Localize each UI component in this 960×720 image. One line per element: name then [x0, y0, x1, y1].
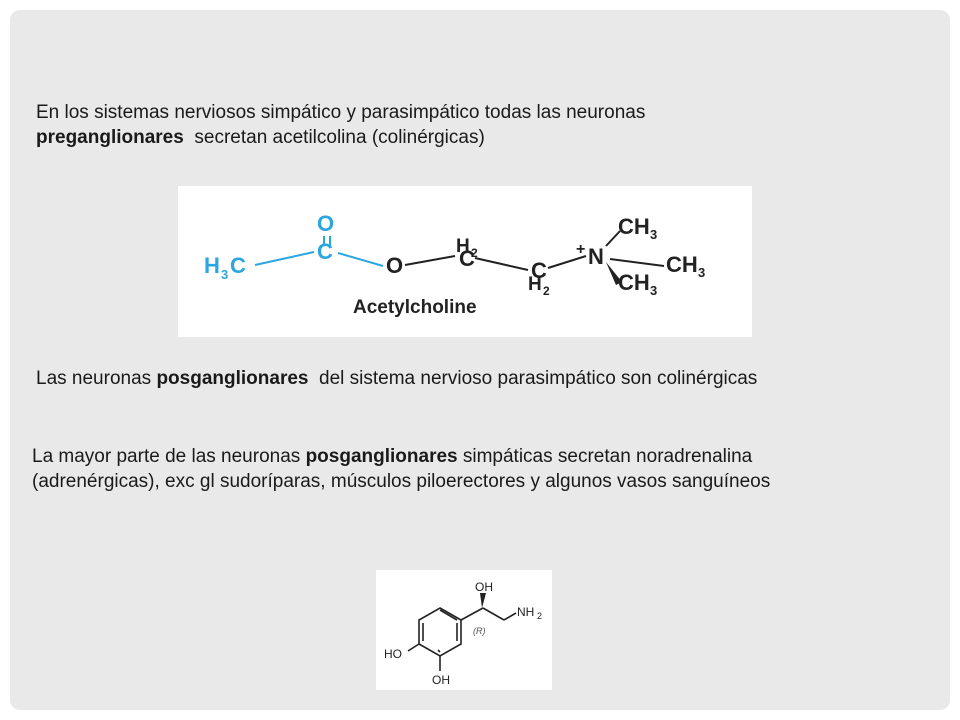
ach-methyl-top: CH: [618, 214, 650, 239]
ach-methyl-mid-sub: 3: [698, 265, 705, 280]
nor-bonds: [407, 607, 517, 671]
ach-ch2-bot-h: H: [528, 274, 542, 295]
nor-nh-sub: 2: [537, 611, 542, 621]
p2-pre: Las neuronas: [36, 368, 152, 389]
ach-carbonyl-o: O: [317, 211, 334, 236]
ach-ester-o: O: [386, 253, 403, 278]
ach-plus: +: [576, 241, 585, 258]
ach-methyl-mid: CH: [666, 252, 698, 277]
ach-nitrogen: N: [588, 244, 604, 269]
nor-inner-bond: [439, 609, 458, 621]
ach-ch2-bot-sub: 2: [543, 284, 550, 298]
ach-wedge-bond: [606, 262, 622, 285]
p3-post: simpáticas secretan noradrenalina: [462, 446, 753, 467]
p3-pre: La mayor parte de las neuronas: [32, 446, 301, 467]
p1-rest: secretan acetilcolina (colinérgicas): [194, 127, 485, 148]
ach-ch2-top-h: H: [456, 236, 470, 257]
nor-ho-left: HO: [384, 647, 402, 661]
p2-post: del sistema nervioso parasimpático son c…: [319, 368, 758, 389]
slide: En los sistemas nerviosos simpático y pa…: [10, 10, 950, 710]
ach-methyl-top-sub: 3: [650, 227, 657, 242]
noradrenaline-structure: OH NH 2 (R) HO OH: [376, 570, 552, 690]
nor-wedge-bond: [480, 593, 486, 608]
ach-h3c-c: C: [230, 253, 246, 278]
paragraph-parasympathetic: Las neuronas posganglionares del sistema…: [36, 366, 757, 391]
ach-h3c-sub: 3: [221, 267, 228, 282]
p3-bold-term: posganglionares: [305, 446, 458, 467]
ach-h3c-h: H: [204, 253, 220, 278]
ach-ch2-bot-c: C: [531, 258, 547, 283]
acetylcholine-structure: H 3 C C O O H 2 C C H 2 + N: [178, 186, 752, 337]
nor-stereo: (R): [473, 626, 486, 636]
ach-caption: Acetylcholine: [353, 297, 477, 318]
acetylcholine-svg: H 3 C C O O H 2 C C H 2 + N: [204, 211, 705, 318]
ach-methyl-bot: CH: [618, 270, 650, 295]
ach-acetyl-bonds: [254, 236, 384, 267]
nor-oh-top: OH: [475, 580, 493, 594]
p1-line1: En los sistemas nerviosos simpático y pa…: [36, 102, 646, 123]
paragraph-sympathetic: La mayor parte de las neuronas posgangli…: [32, 444, 770, 494]
noradrenaline-svg: OH NH 2 (R) HO OH: [384, 580, 542, 687]
p1-bold-term: preganglionares: [36, 127, 184, 148]
ach-chain-bonds: [404, 230, 665, 271]
ach-ch2-top-sub: 2: [471, 246, 478, 260]
p3-line2: (adrenérgicas), exc gl sudoríparas, músc…: [32, 471, 771, 492]
ach-methyl-bot-sub: 3: [650, 283, 657, 298]
p2-bold-term: posganglionares: [156, 368, 309, 389]
ach-ch2-top-c: C: [459, 246, 475, 271]
nor-oh-bottom: OH: [432, 673, 450, 687]
nor-nh: NH: [517, 605, 534, 619]
paragraph-preganglionic: En los sistemas nerviosos simpático y pa…: [36, 100, 645, 150]
